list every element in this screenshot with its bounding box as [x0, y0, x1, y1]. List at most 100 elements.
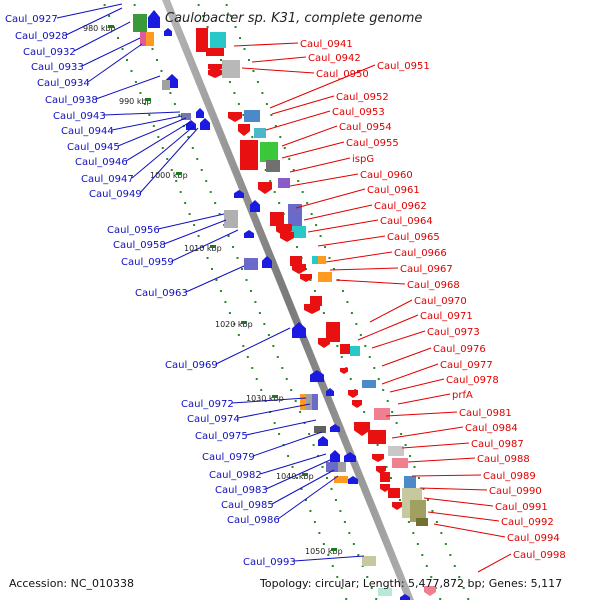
gene-label[interactable]: Caul_0956: [107, 225, 160, 236]
gene-label[interactable]: Caul_0963: [135, 288, 188, 299]
gene-label[interactable]: Caul_0992: [501, 517, 554, 528]
gene-label[interactable]: Caul_0990: [489, 486, 542, 497]
gene-label[interactable]: Caul_0965: [387, 232, 440, 243]
gene-label[interactable]: Caul_0953: [332, 107, 385, 118]
gene-label[interactable]: Caul_0945: [67, 142, 120, 153]
leader-line: [281, 141, 345, 159]
gene-label[interactable]: Caul_0955: [346, 138, 399, 149]
track-dot: [125, 59, 128, 61]
gene-label[interactable]: Caul_0951: [377, 61, 430, 72]
gene-label[interactable]: Caul_0947: [81, 174, 134, 185]
gene-label[interactable]: Caul_0983: [215, 485, 268, 496]
track-dot: [292, 169, 295, 171]
track-dot: [357, 554, 360, 556]
gene-label[interactable]: Caul_0946: [75, 157, 128, 168]
kbp-tick-mark: [241, 321, 247, 324]
gene-label[interactable]: Caul_0962: [374, 201, 427, 212]
gene-label[interactable]: Caul_0973: [427, 327, 480, 338]
gene-label[interactable]: Caul_0982: [209, 470, 262, 481]
gene-label[interactable]: Caul_0978: [446, 375, 499, 386]
track-dot: [330, 488, 333, 490]
gene-label[interactable]: Caul_0994: [507, 533, 560, 544]
gene-label[interactable]: Caul_0961: [367, 185, 420, 196]
gene-label[interactable]: Caul_0969: [165, 360, 218, 371]
gene-label[interactable]: Caul_0954: [339, 122, 392, 133]
kbp-tick-mark: [302, 473, 308, 476]
track-dot: [234, 26, 237, 28]
gene-label[interactable]: Caul_0938: [45, 95, 98, 106]
track-dot: [321, 466, 324, 468]
forward-gene-arrow: [392, 502, 402, 510]
gene-label[interactable]: Caul_0933: [31, 62, 84, 73]
map-title: Caulobacter sp. K31, complete genome: [165, 11, 422, 26]
gene-label[interactable]: Caul_0977: [440, 360, 493, 371]
gene-label[interactable]: Caul_0991: [495, 502, 548, 513]
gene-label[interactable]: Caul_0972: [181, 399, 234, 410]
kbp-tick-label: 1040 kbp: [276, 472, 314, 481]
track-dot: [151, 48, 154, 50]
gene-label[interactable]: Caul_0966: [394, 248, 447, 259]
track-dot: [219, 59, 222, 61]
track-dot: [278, 202, 281, 204]
track-dot: [348, 532, 351, 534]
track-dot: [440, 532, 443, 534]
gene-label[interactable]: Caul_0975: [195, 431, 248, 442]
gene-label[interactable]: Caul_0967: [400, 264, 453, 275]
track-dot: [315, 224, 318, 226]
reverse-gene-arrow: [196, 108, 204, 118]
gene-label[interactable]: Caul_0928: [15, 31, 68, 42]
gene-label[interactable]: Caul_0986: [227, 515, 280, 526]
gene-box: [388, 446, 404, 456]
track-dot: [313, 521, 316, 523]
accession-text: Accession: NC_010338: [9, 577, 134, 590]
gene-label[interactable]: Caul_0989: [483, 471, 536, 482]
gene-label[interactable]: Caul_0984: [465, 423, 518, 434]
gene-label[interactable]: Caul_0979: [202, 452, 255, 463]
track-dot: [196, 158, 199, 160]
leader-line: [357, 314, 419, 341]
track-dot: [274, 125, 277, 127]
gene-label[interactable]: Caul_0976: [433, 344, 486, 355]
gene-label[interactable]: Caul_0988: [477, 454, 530, 465]
reverse-gene-arrow: [200, 118, 210, 130]
gene-label[interactable]: ispG: [352, 154, 374, 165]
gene-label[interactable]: Caul_0941: [300, 39, 353, 50]
track-dot: [458, 576, 461, 578]
gene-label[interactable]: Caul_0971: [420, 311, 473, 322]
gene-label[interactable]: Caul_0949: [89, 189, 142, 200]
gene-label[interactable]: Caul_0932: [23, 47, 76, 58]
gene-label[interactable]: Caul_0950: [316, 69, 369, 80]
gene-label[interactable]: Caul_0959: [121, 257, 174, 268]
track-dot: [245, 279, 248, 281]
gene-label[interactable]: Caul_0981: [459, 408, 512, 419]
leader-line: [56, 3, 123, 19]
kbp-tick-label: 1000 kbp: [150, 171, 188, 180]
gene-label[interactable]: Caul_0987: [471, 439, 524, 450]
gene-label[interactable]: Caul_0934: [37, 78, 90, 89]
gene-label[interactable]: Caul_0998: [513, 550, 566, 561]
track-dot: [117, 37, 120, 39]
track-dot: [202, 246, 205, 248]
gene-label[interactable]: Caul_0942: [308, 53, 361, 64]
gene-label[interactable]: Caul_0958: [113, 240, 166, 251]
kbp-tick-label: 1030 kbp: [246, 394, 284, 403]
gene-label[interactable]: Caul_0970: [414, 296, 467, 307]
gene-label[interactable]: Caul_0974: [187, 414, 240, 425]
gene-label[interactable]: Caul_0968: [407, 280, 460, 291]
gene-label[interactable]: Caul_0927: [5, 14, 58, 25]
gene-label[interactable]: Caul_0993: [243, 557, 296, 568]
track-dot: [155, 59, 158, 61]
gene-label[interactable]: Caul_0944: [61, 126, 114, 137]
gene-label[interactable]: Caul_0960: [360, 170, 413, 181]
gene-label[interactable]: Caul_0985: [221, 500, 274, 511]
track-dot: [237, 103, 240, 105]
gene-label[interactable]: Caul_0964: [380, 216, 433, 227]
track-dot: [243, 48, 246, 50]
track-dot: [334, 499, 337, 501]
track-dot: [184, 202, 187, 204]
gene-label[interactable]: Caul_0952: [336, 92, 389, 103]
leader-line: [231, 397, 307, 404]
gene-label[interactable]: prfA: [452, 390, 473, 401]
gene-label[interactable]: Caul_0943: [53, 111, 106, 122]
track-dot: [108, 15, 111, 17]
